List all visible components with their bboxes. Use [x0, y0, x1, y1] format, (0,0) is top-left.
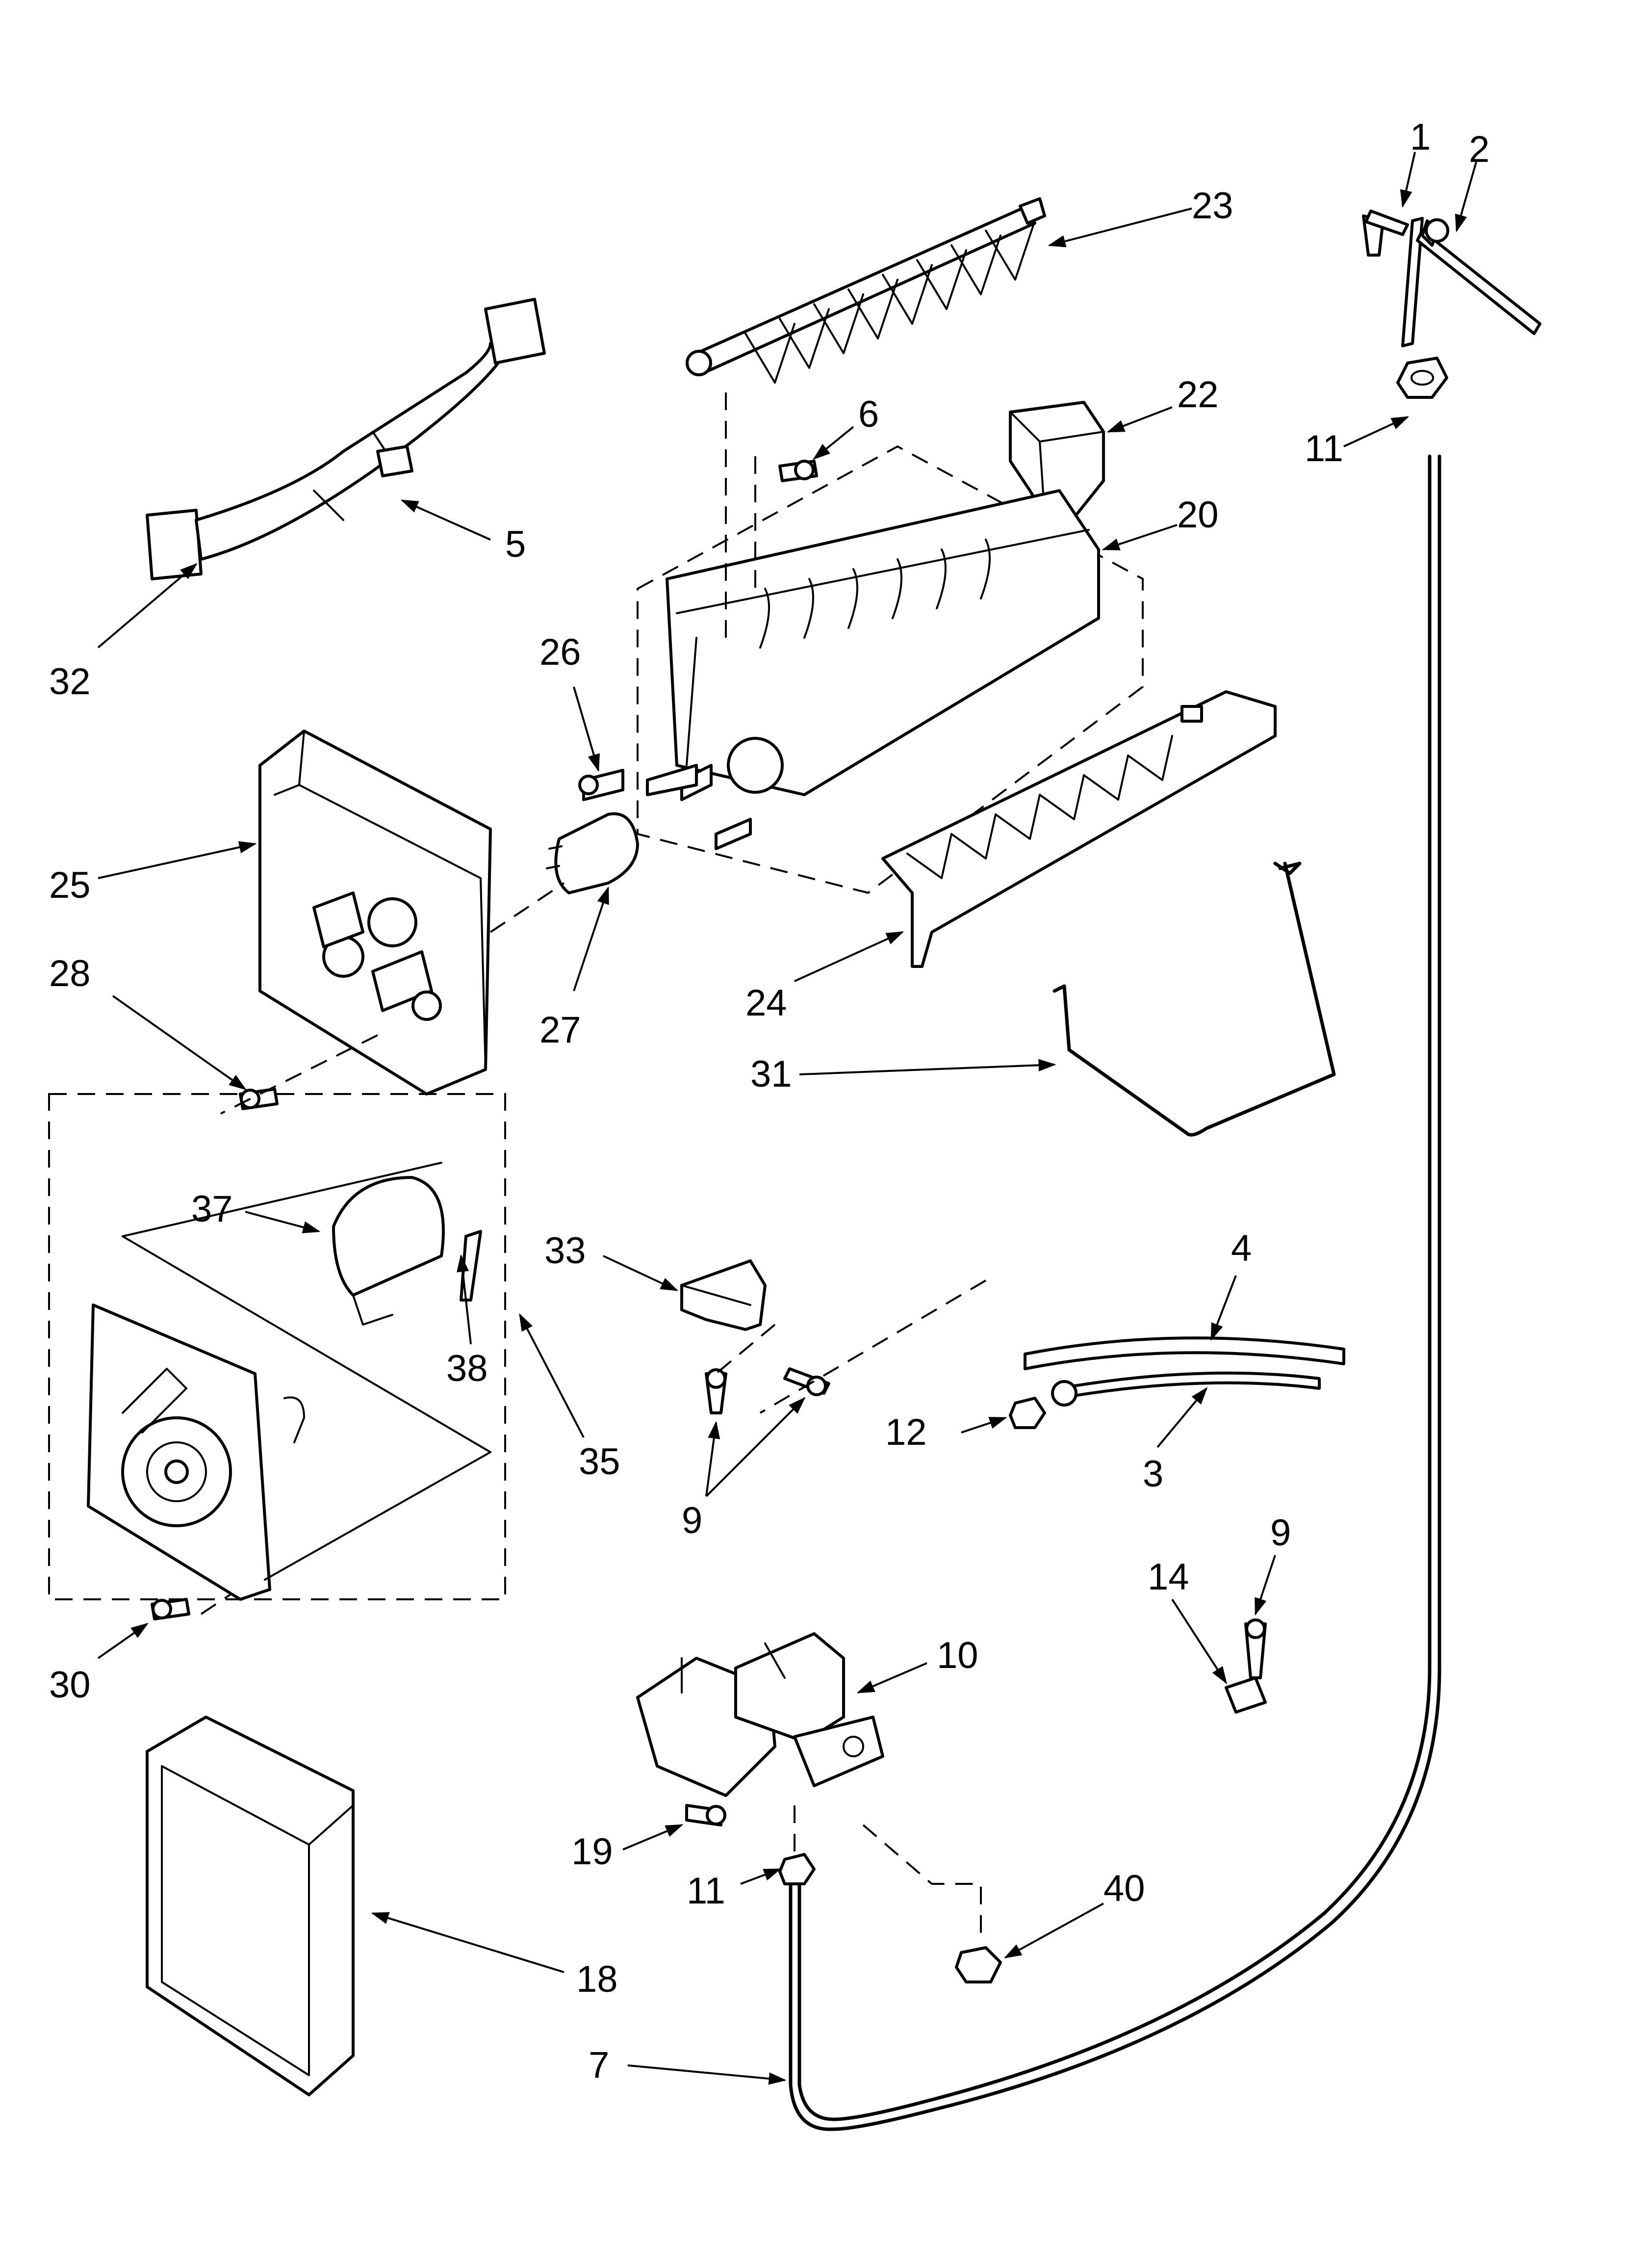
callout-4: 4 [1231, 1227, 1252, 1269]
screw-part-28 [239, 1088, 279, 1110]
cover-part-18 [146, 1716, 355, 2096]
callout-12: 12 [885, 1411, 927, 1453]
callout-5: 5 [505, 523, 526, 565]
callout-26: 26 [539, 631, 581, 673]
tube-part-4 [1024, 1336, 1345, 1370]
fill-tube-part [1362, 209, 1541, 347]
ice-mold-part [637, 445, 1144, 894]
callout-7: 7 [589, 2044, 609, 2086]
plug-part [546, 812, 639, 894]
callout-6: 6 [858, 393, 879, 435]
nut-part-12 [1009, 1397, 1046, 1429]
callout-3: 3 [1143, 1453, 1163, 1495]
callout-19: 19 [571, 1831, 613, 1873]
clip-part-14 [1225, 1618, 1267, 1714]
motor-assembly-part [48, 1093, 506, 1601]
callout-18: 18 [576, 1958, 618, 2000]
screw-part-19 [685, 1804, 726, 1826]
callout-37: 37 [191, 1188, 233, 1230]
stripper-part [881, 690, 1277, 968]
tube-part-3 [1051, 1371, 1321, 1407]
water-valve-part [636, 1632, 884, 1797]
screw-part-30 [151, 1598, 190, 1620]
callout-30: 30 [49, 1664, 91, 1706]
callout-35: 35 [579, 1441, 620, 1483]
bracket-part-33 [680, 1259, 767, 1331]
shutoff-arm-part [1052, 861, 1336, 1137]
wire-harness-part [146, 298, 546, 580]
callout-11-upper: 11 [1305, 428, 1343, 469]
nut-part-40 [955, 1946, 1002, 1983]
module-housing-part [258, 730, 492, 1095]
ejector-shaft-part [686, 197, 1046, 384]
nut-part-lower [778, 1853, 816, 1885]
callout-20: 20 [1177, 494, 1219, 536]
callout-27: 27 [539, 1009, 581, 1051]
screw-part-9-right [783, 1367, 830, 1396]
callout-25: 25 [49, 864, 91, 906]
callout-32: 32 [49, 661, 91, 703]
callout-2: 2 [1469, 129, 1489, 170]
callout-23: 23 [1192, 185, 1233, 227]
nut-part-upper [1396, 357, 1448, 399]
thermostat-part [578, 764, 698, 801]
screw-part-9-lower-left [705, 1368, 727, 1414]
callout-14: 14 [1148, 1556, 1189, 1598]
dashed-guides [200, 392, 987, 1938]
screw-part-6 [778, 460, 818, 482]
callout-31: 31 [750, 1053, 792, 1095]
callout-38: 38 [446, 1348, 488, 1389]
callout-11-lower: 11 [687, 1870, 725, 1912]
callout-1: 1 [1410, 116, 1431, 158]
callout-9-middle: 9 [682, 1500, 702, 1541]
water-tube-part [789, 454, 1441, 2131]
callout-24: 24 [745, 982, 787, 1024]
callout-9-right: 9 [1270, 1512, 1291, 1554]
callout-40: 40 [1103, 1868, 1145, 1909]
callout-leaders [97, 152, 1477, 2085]
callout-33: 33 [544, 1230, 586, 1272]
callout-28: 28 [49, 953, 91, 994]
callout-labels: 1 2 23 6 22 11 20 5 32 26 25 28 27 24 31… [49, 116, 1489, 2086]
callout-10: 10 [937, 1635, 978, 1676]
callout-22: 22 [1177, 374, 1219, 416]
